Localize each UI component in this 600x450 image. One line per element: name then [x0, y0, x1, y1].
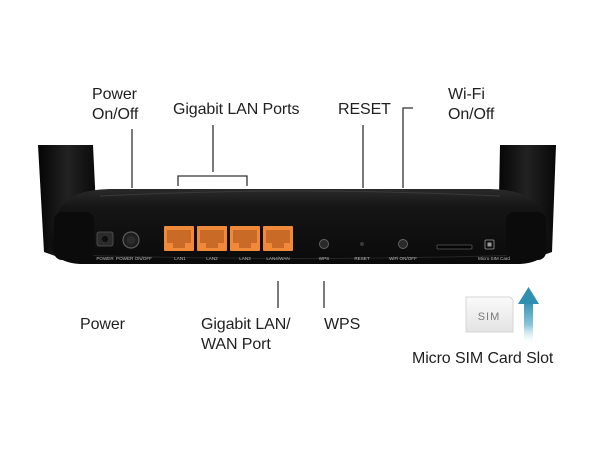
power-jack: [96, 231, 114, 247]
wifi-onoff-button: [398, 239, 408, 249]
router-body: [49, 189, 551, 264]
insert-arrow-icon: [518, 287, 539, 345]
panel-label-power-onoff: POWER ON/OFF: [116, 256, 152, 261]
panel-label-wps: WPS: [319, 256, 329, 261]
callout-power-onoff: Power On/Off: [92, 86, 139, 123]
lan-port-3: [230, 226, 260, 251]
callout-gigabit-lan-ports: Gigabit LAN Ports: [173, 101, 300, 118]
callout-reset: RESET: [338, 101, 391, 118]
callout-wifi-onoff: Wi-Fi On/Off: [448, 86, 495, 123]
panel-label-reset: RESET: [354, 256, 370, 261]
panel-labels: POWER POWER ON/OFF LAN1 LAN2 LAN3 LAN4/W…: [96, 256, 510, 261]
panel-label-lan1: LAN1: [174, 256, 186, 261]
lan4-wan-port: [263, 226, 293, 251]
wps-button: [319, 239, 329, 249]
sim-card-label: SIM: [478, 311, 501, 323]
lan-port-2: [197, 226, 227, 251]
callout-wps: WPS: [324, 316, 361, 333]
leader-lines: [131, 107, 413, 308]
panel-label-lan2: LAN2: [206, 256, 218, 261]
callout-micro-sim-card-slot: Micro SIM Card Slot: [412, 350, 554, 367]
power-onoff-button: [122, 231, 140, 249]
reset-pinhole: [360, 242, 364, 246]
panel-label-micro-sim: Micro SIM Card: [478, 256, 510, 261]
panel-label-power: POWER: [96, 256, 114, 261]
panel-label-wifi-onoff: WiFi ON/OFF: [389, 256, 417, 261]
micro-sim-slot: [436, 239, 495, 250]
callout-gigabit-lan-wan-port: Gigabit LAN/ WAN Port: [201, 316, 291, 353]
lan-port-1: [164, 226, 194, 251]
panel-label-lan3: LAN3: [239, 256, 251, 261]
callout-power: Power: [80, 316, 125, 333]
sim-card-icon: SIM: [465, 296, 514, 333]
panel-label-lan4wan: LAN4/WAN: [266, 256, 289, 261]
